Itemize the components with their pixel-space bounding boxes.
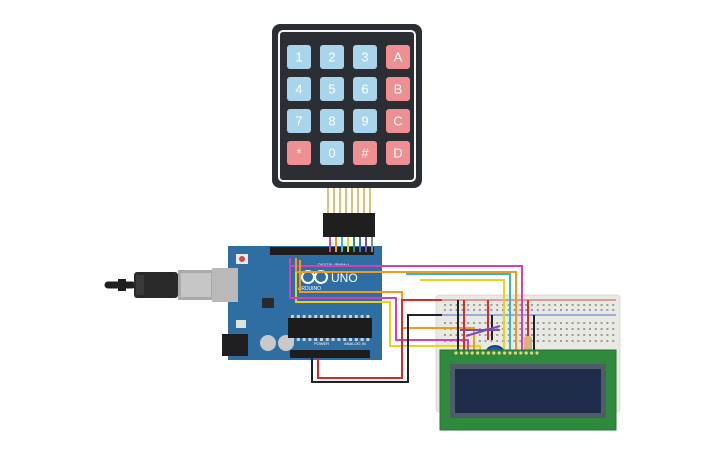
keypad-key[interactable]: 5 bbox=[320, 77, 344, 101]
wires[interactable] bbox=[289, 235, 535, 383]
keypad-key-label: 4 bbox=[295, 82, 302, 97]
keypad-key-label: D bbox=[393, 146, 402, 161]
keypad-key[interactable]: * bbox=[287, 141, 311, 165]
keypad-key-label: 7 bbox=[295, 114, 302, 129]
keypad-connector bbox=[323, 213, 375, 237]
arduino-board[interactable]: UNO ARDUINO DIGITAL (PWM~) POWER ANALOG … bbox=[212, 246, 382, 360]
power-label: POWER bbox=[314, 341, 329, 346]
atmega-chip bbox=[288, 318, 372, 338]
power-analog-header bbox=[290, 350, 370, 358]
keypad-key-label: C bbox=[393, 114, 402, 129]
keypad-key[interactable]: 2 bbox=[320, 45, 344, 69]
capacitor bbox=[278, 335, 294, 351]
power-jack bbox=[222, 334, 248, 356]
digital-label: DIGITAL (PWM~) bbox=[318, 262, 350, 267]
keypad-key[interactable]: 7 bbox=[287, 109, 311, 133]
keypad-key[interactable]: C bbox=[386, 109, 410, 133]
keypad[interactable]: 1 2 3 A 4 5 6 B 7 8 9 C * 0 # D bbox=[272, 24, 422, 237]
keypad-key-label: 8 bbox=[328, 114, 335, 129]
keypad-key-label: 5 bbox=[328, 82, 335, 97]
keypad-key[interactable]: 6 bbox=[353, 77, 377, 101]
keypad-key-label: 9 bbox=[361, 114, 368, 129]
keypad-key-label: 2 bbox=[328, 50, 335, 65]
keypad-key-label: * bbox=[296, 146, 301, 161]
keypad-key[interactable]: 4 bbox=[287, 77, 311, 101]
digital-header bbox=[270, 247, 374, 255]
keypad-key[interactable]: # bbox=[353, 141, 377, 165]
arduino-brand-label: ARDUINO bbox=[298, 286, 321, 292]
keypad-key-label: A bbox=[394, 50, 403, 65]
keypad-key[interactable]: A bbox=[386, 45, 410, 69]
keypad-key[interactable]: 1 bbox=[287, 45, 311, 69]
lcd-screen bbox=[455, 369, 601, 413]
keypad-key-label: 1 bbox=[295, 50, 302, 65]
keypad-key-label: 0 bbox=[328, 146, 335, 161]
uno-label: UNO bbox=[331, 271, 358, 285]
keypad-key[interactable]: D bbox=[386, 141, 410, 165]
lcd-module[interactable] bbox=[439, 349, 617, 431]
keypad-key[interactable]: B bbox=[386, 77, 410, 101]
keypad-key[interactable]: 3 bbox=[353, 45, 377, 69]
keypad-key[interactable]: 9 bbox=[353, 109, 377, 133]
keypad-key[interactable]: 0 bbox=[320, 141, 344, 165]
keypad-key-label: 6 bbox=[361, 82, 368, 97]
capacitor bbox=[260, 335, 276, 351]
keypad-key[interactable]: 8 bbox=[320, 109, 344, 133]
resistor bbox=[524, 336, 532, 352]
keypad-key-label: 3 bbox=[361, 50, 368, 65]
keypad-key-label: # bbox=[361, 146, 369, 161]
keypad-key-label: B bbox=[394, 82, 403, 97]
usb-cable[interactable] bbox=[104, 270, 214, 300]
usb-jack bbox=[212, 268, 238, 302]
analog-label: ANALOG IN bbox=[344, 341, 366, 346]
